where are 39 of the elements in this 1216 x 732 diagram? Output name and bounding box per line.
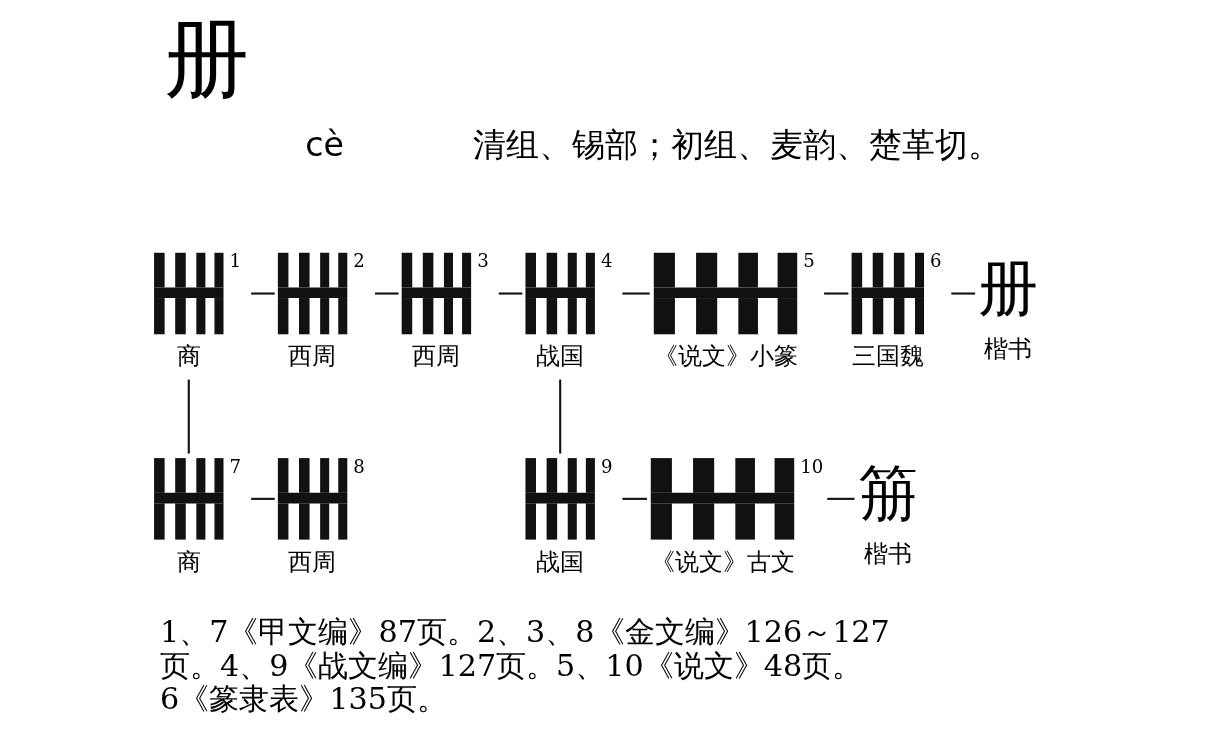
node-label: 7 [229,455,241,477]
diagram-title: 册 [163,9,249,108]
node-label: 1 [229,250,241,272]
node-label: 4 [600,250,612,272]
node-label: 三国魏 [851,342,924,371]
connector [950,292,975,295]
node-label: 9 [600,455,612,477]
node-label: 西周 [287,547,336,576]
connector [250,497,275,500]
node-label: 《说文》古文 [650,547,795,576]
node-label: 5 [802,250,815,272]
connector [621,292,650,295]
label: cè [304,124,344,164]
node-text: 笧 [857,457,918,528]
node-label: 西周 [287,342,336,371]
connector [826,497,854,500]
node-label: 楷书 [863,539,912,568]
connector [823,292,848,295]
connector [498,292,522,295]
node-label: 3 [476,250,489,272]
node-label: 8 [352,455,365,477]
node-label: 楷书 [983,334,1032,363]
node-text: 册 [977,252,1038,323]
caption: 1、7《甲文编》87页。2、3、8《金文编》126～127页。4、9《战文编》127页。5、10《说文》48页。6《篆隶表》135页。 [159,614,890,716]
node-label: 6 [929,250,942,272]
connector [250,292,275,295]
node-label: 西周 [411,342,460,371]
node-label: 2 [352,250,365,272]
connector [374,292,398,295]
node-label: 《说文》小篆 [653,342,798,371]
node-label: 10 [799,455,823,477]
node-label: 商 [176,547,201,576]
connector [187,379,190,454]
node-label: 战国 [535,342,584,371]
label: 清组、锡部；初组、麦韵、楚革切。 [472,124,1001,164]
connector [558,379,561,454]
connector [621,497,647,500]
node-label: 战国 [535,547,584,576]
node-label: 商 [176,342,201,371]
